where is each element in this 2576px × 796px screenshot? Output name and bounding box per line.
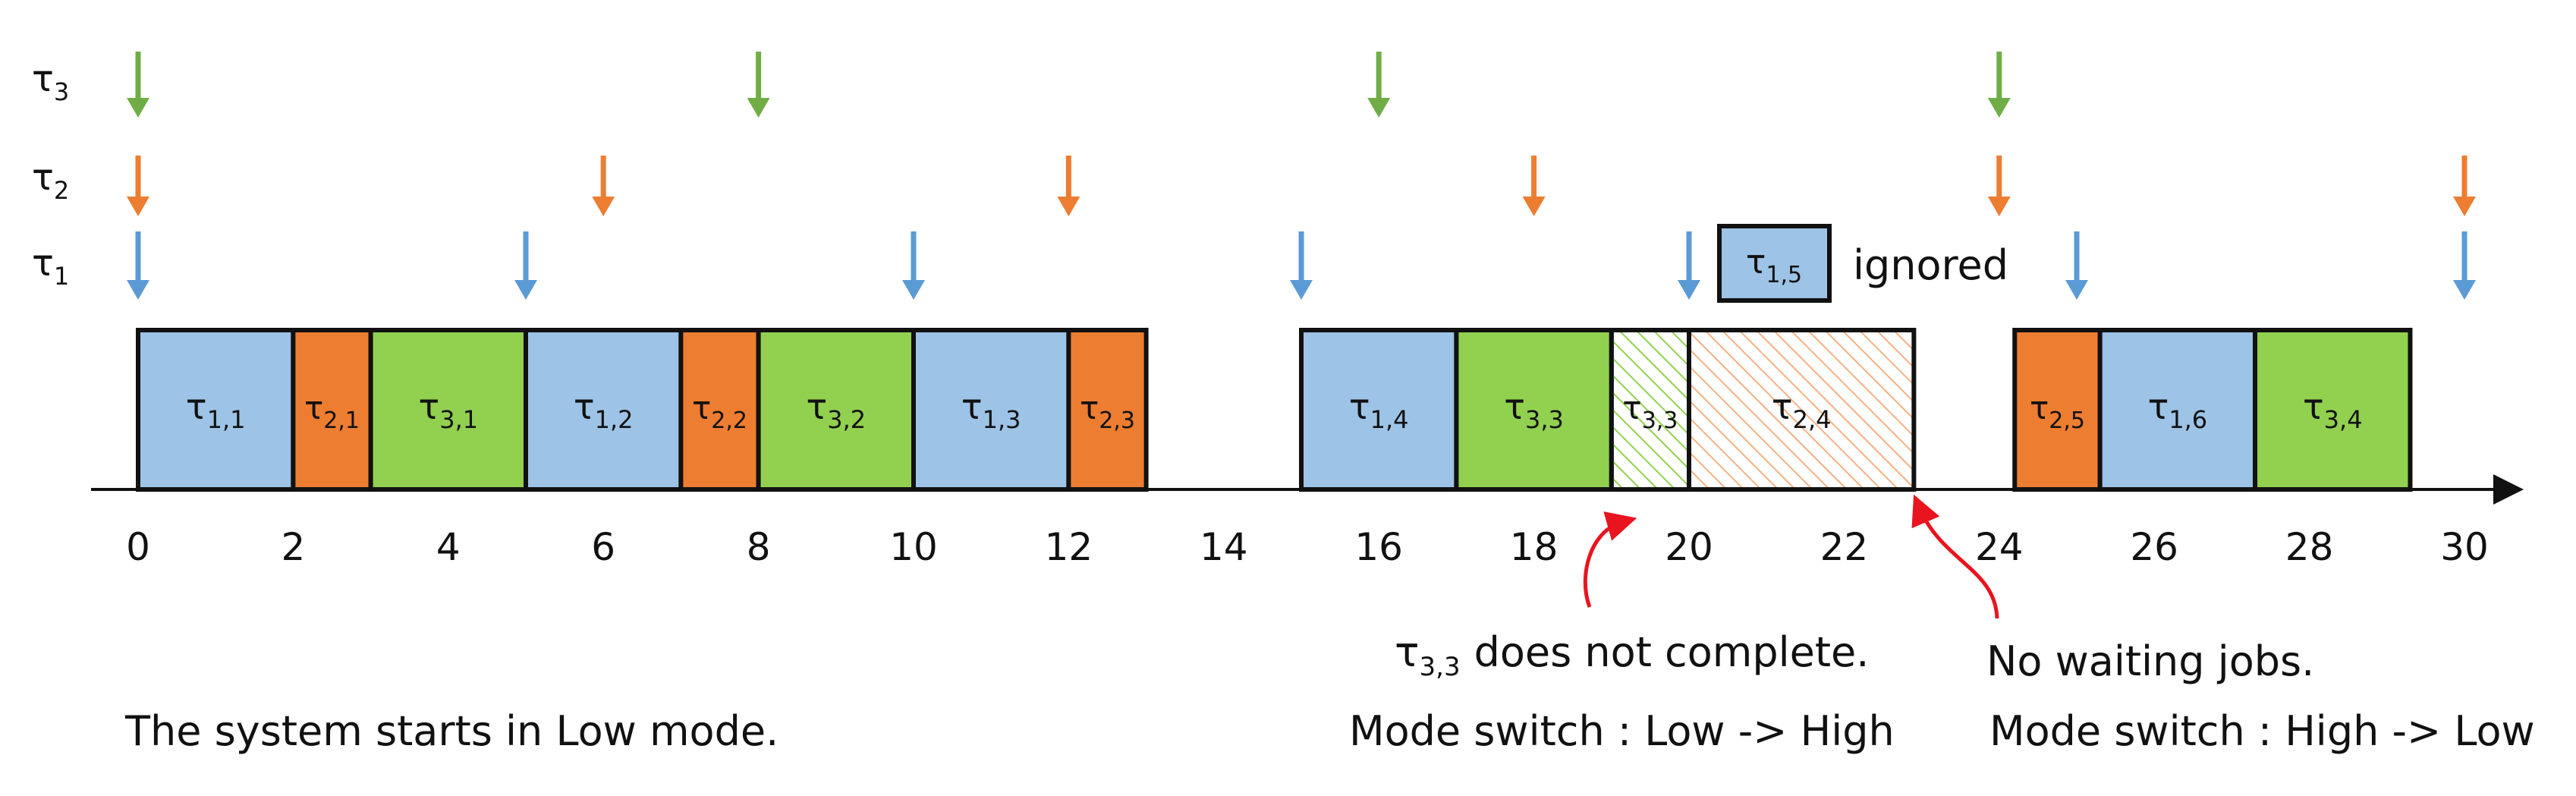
- job-label: τ1,4: [1349, 386, 1409, 434]
- release-arrow-t1-6: [2453, 231, 2476, 300]
- job-label: τ2,3: [1080, 389, 1135, 434]
- job-box: [678, 328, 761, 492]
- job-label: τ3,1: [419, 386, 479, 434]
- job-box: [756, 328, 916, 492]
- release-arrow-t1-5: [2065, 231, 2088, 300]
- job-label: τ1,2: [574, 386, 634, 434]
- mode-switch-low-text: Mode switch : High -> Low: [1989, 707, 2535, 755]
- job-label: τ2,1: [304, 389, 360, 434]
- release-arrow-t2-5: [2453, 156, 2476, 216]
- task-label-t3: τ3: [32, 58, 69, 106]
- release-arrows: [127, 52, 2476, 300]
- job-box: [1609, 328, 1692, 492]
- annotation-arrows: [1583, 494, 1999, 619]
- tick-label-30: 30: [2440, 525, 2489, 569]
- job-3-3-9: τ3,3: [1454, 328, 1614, 492]
- job-1-2-3: τ1,2: [524, 328, 684, 492]
- no-waiting-arrow: [1911, 494, 1999, 619]
- job-box: [2253, 328, 2413, 492]
- tick-label-26: 26: [2130, 525, 2178, 569]
- not-complete-arrow: [1583, 511, 1637, 608]
- job-3-3-10: τ3,3: [1609, 328, 1692, 492]
- tick-label-22: 22: [1820, 525, 1869, 569]
- ignored-job: τ1,5 ignored: [1717, 224, 2008, 303]
- job-3-4-14: τ3,4: [2253, 328, 2413, 492]
- job-boxes: τ1,1 τ2,1 τ3,1 τ1,2 τ2,2 τ3,2 τ1,3 τ2,3 τ1,4 τ3,3…: [136, 328, 2413, 492]
- release-arrow-t1-2: [902, 231, 925, 300]
- tick-label-2: 2: [281, 525, 305, 569]
- job-2-1-1: τ2,1: [291, 328, 373, 492]
- tick-label-4: 4: [436, 525, 461, 569]
- release-arrow-t1-1: [514, 231, 537, 300]
- tick-label-10: 10: [889, 525, 938, 569]
- job-1-4-8: τ1,4: [1299, 328, 1459, 492]
- mode-switch-high-text: Mode switch : Low -> High: [1349, 707, 1895, 755]
- job-1-1-0: τ1,1: [136, 328, 296, 492]
- release-arrow-t3-3: [1987, 52, 2011, 118]
- no-waiting-text: No waiting jobs.: [1986, 637, 2314, 685]
- job-label: τ3,2: [807, 386, 867, 434]
- ignored-job-box: [1717, 224, 1832, 303]
- tick-label-0: 0: [126, 525, 150, 569]
- ignored-job-label: τ1,5: [1746, 243, 1802, 288]
- job-3-1-2: τ3,1: [368, 328, 528, 492]
- job-label: τ3,4: [2303, 386, 2363, 434]
- release-arrow-t2-0: [127, 156, 149, 216]
- start-mode-text: The system starts in Low mode.: [124, 707, 778, 755]
- tick-label-8: 8: [747, 525, 771, 569]
- job-3-2-5: τ3,2: [756, 328, 916, 492]
- tick-label-6: 6: [591, 525, 615, 569]
- job-box: [291, 328, 373, 492]
- job-2-3-7: τ2,3: [1066, 328, 1149, 492]
- job-2-5-12: τ2,5: [2012, 328, 2103, 492]
- release-arrow-t1-3: [1290, 231, 1313, 300]
- release-arrow-t1-0: [127, 231, 149, 300]
- tick-label-20: 20: [1665, 525, 1713, 569]
- job-label: τ2,4: [1772, 386, 1832, 434]
- release-arrow-t1-4: [1678, 231, 1700, 300]
- job-label: τ1,3: [961, 386, 1021, 434]
- job-box: [2097, 328, 2258, 492]
- job-label: τ3,3: [1504, 386, 1564, 434]
- tick-label-14: 14: [1200, 525, 1248, 569]
- release-arrow-t2-4: [1987, 156, 2011, 216]
- job-label: τ1,1: [186, 386, 246, 434]
- job-label: τ1,6: [2148, 386, 2208, 434]
- job-1-3-6: τ1,3: [911, 328, 1071, 492]
- job-1-6-13: τ1,6: [2097, 328, 2258, 492]
- job-2-2-4: τ2,2: [678, 328, 761, 492]
- task-labels: τ3 τ2 τ1: [32, 58, 69, 291]
- release-arrow-t2-3: [1522, 156, 1546, 216]
- job-box: [1687, 328, 1917, 492]
- release-arrow-t3-1: [747, 52, 770, 118]
- tick-label-24: 24: [1975, 525, 2024, 569]
- job-label: τ3,3: [1622, 389, 1678, 434]
- job-2-4-11: τ2,4: [1687, 328, 1917, 492]
- release-arrow-t3-0: [127, 52, 149, 118]
- tick-label-18: 18: [1510, 525, 1558, 569]
- job-box: [911, 328, 1071, 492]
- task-label-t1: τ1: [32, 242, 69, 291]
- job-box: [136, 328, 296, 492]
- tick-label-28: 28: [2285, 525, 2334, 569]
- ignored-text: ignored: [1853, 241, 2008, 289]
- job-box: [368, 328, 528, 492]
- release-arrow-t2-1: [592, 156, 615, 216]
- job-label: τ2,5: [2030, 389, 2085, 434]
- release-arrow-t2-2: [1057, 156, 1080, 216]
- release-arrow-t3-2: [1367, 52, 1391, 118]
- task-label-t2: τ2: [32, 156, 69, 205]
- tick-label-12: 12: [1045, 525, 1093, 569]
- tick-label-16: 16: [1354, 525, 1403, 569]
- job-label: τ2,2: [692, 389, 747, 434]
